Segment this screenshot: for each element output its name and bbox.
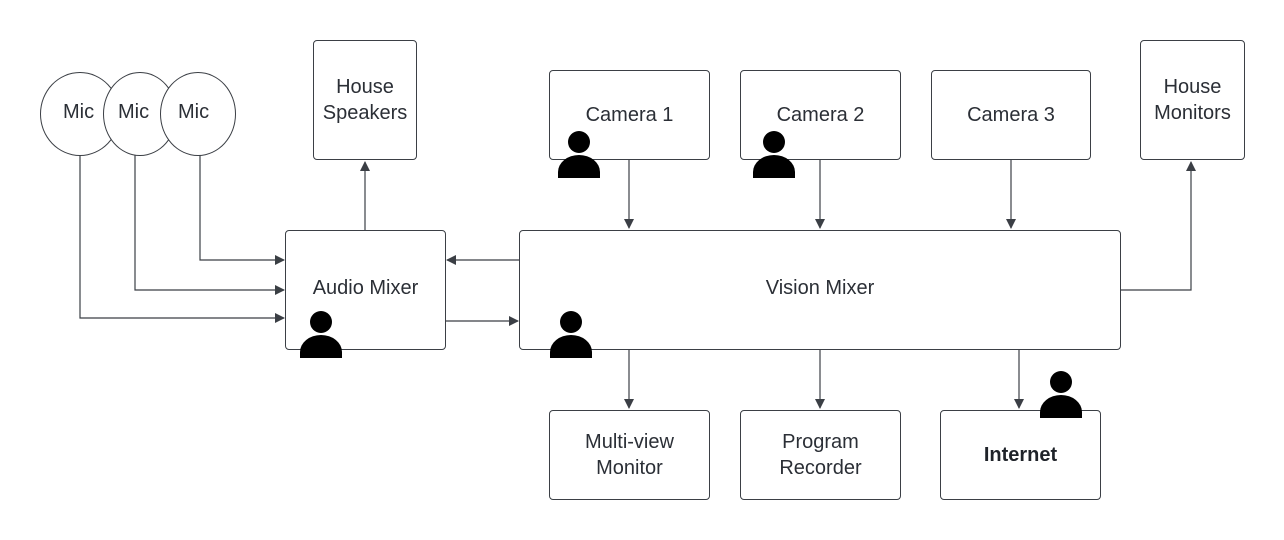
multiview-monitor-label: Multi-view Monitor xyxy=(585,431,674,479)
mic-3-label: Mic xyxy=(178,101,210,123)
program-recorder-label: Program Recorder xyxy=(779,431,862,479)
person-icon xyxy=(1040,371,1082,418)
house-speakers-label: House Speakers xyxy=(322,76,408,124)
camera-1-label: Camera 1 xyxy=(585,104,674,126)
person-icon xyxy=(550,311,592,358)
wire-mic2-audio xyxy=(134,155,285,295)
mic-2-label: Mic xyxy=(118,101,150,123)
camera-3-box: Camera 3 xyxy=(931,70,1091,160)
wire-mic3-audio xyxy=(199,155,285,265)
person-icon xyxy=(558,131,600,178)
vision-mixer-box: Vision Mixer xyxy=(519,230,1121,350)
mic-3-node xyxy=(160,72,236,156)
program-recorder-box: Program Recorder xyxy=(740,410,901,500)
multiview-monitor-box: Multi-view Monitor xyxy=(549,410,710,500)
person-icon xyxy=(300,311,342,358)
internet-box: Internet xyxy=(940,410,1101,500)
internet-label: Internet xyxy=(983,444,1058,466)
vision-mixer-label: Vision Mixer xyxy=(765,277,875,299)
wire-vision-monitors xyxy=(1121,161,1196,291)
audio-mixer-box: Audio Mixer xyxy=(285,230,446,350)
camera-2-label: Camera 2 xyxy=(776,104,865,126)
house-monitors-label: House Monitors xyxy=(1154,76,1231,124)
person-icon xyxy=(753,131,795,178)
wire-mic1-audio xyxy=(79,155,285,323)
camera-3-label: Camera 3 xyxy=(967,104,1055,126)
mic-1-label: Mic xyxy=(63,101,95,123)
house-monitors-box: House Monitors xyxy=(1140,40,1245,160)
audio-mixer-label: Audio Mixer xyxy=(312,277,419,299)
house-speakers-box: House Speakers xyxy=(313,40,417,160)
